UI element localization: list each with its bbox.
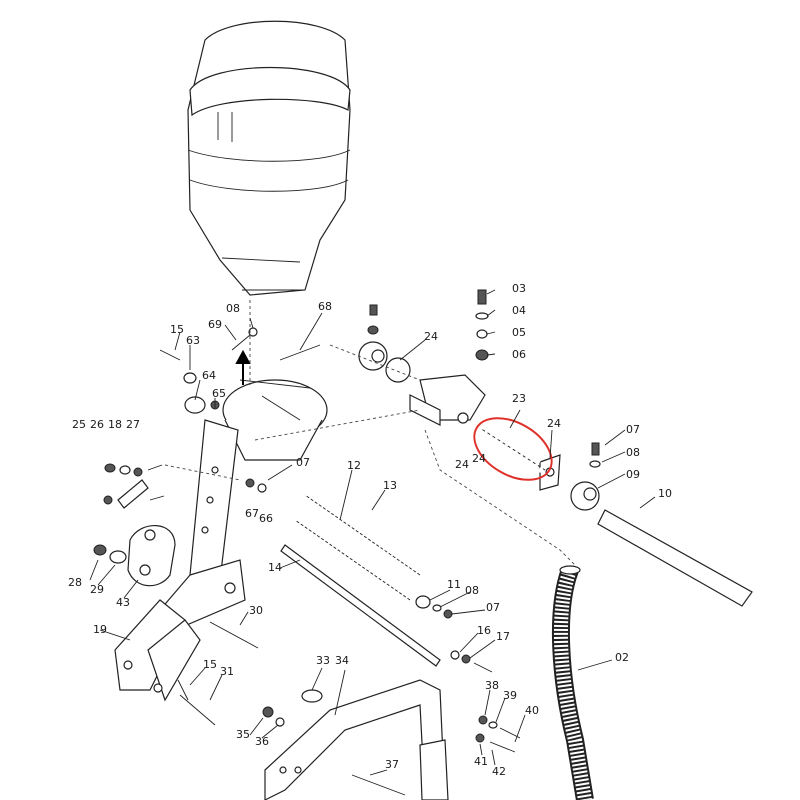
- label-16: 16: [477, 624, 491, 637]
- label-03: 03: [512, 282, 526, 295]
- assembly-line: [254, 409, 421, 441]
- label-07-c: 07: [486, 601, 500, 614]
- label-66: 66: [259, 512, 273, 525]
- label-35: 35: [236, 728, 250, 741]
- label-13: 13: [383, 479, 397, 492]
- label-29: 29: [90, 583, 104, 596]
- spring-12: [294, 518, 411, 602]
- label-24-a: 24: [424, 330, 438, 343]
- label-25: 25: [72, 418, 86, 431]
- label-33: 33: [316, 654, 330, 667]
- dosing-housing: [409, 374, 486, 426]
- label-14: 14: [268, 561, 282, 574]
- part-labels: 08 68 69 15 63 64 65 25 26 18 27 07 67 6…: [68, 282, 672, 778]
- parts-38-42: [475, 715, 521, 753]
- bolt-stack-03-06: [475, 289, 489, 361]
- label-27: 27: [126, 418, 140, 431]
- bolt-37: [351, 774, 406, 796]
- label-12: 12: [347, 459, 361, 472]
- label-67: 67: [245, 507, 259, 520]
- assembly-line: [329, 344, 421, 381]
- label-68: 68: [318, 300, 332, 313]
- direction-arrow: [235, 349, 251, 385]
- collar-09: [570, 481, 600, 511]
- label-38: 38: [485, 679, 499, 692]
- label-15: 15: [170, 323, 184, 336]
- spring-13: [304, 494, 421, 576]
- bottom-frame: [264, 679, 449, 800]
- label-05: 05: [512, 326, 526, 339]
- assembly-line: [164, 464, 241, 481]
- label-09: 09: [626, 468, 640, 481]
- label-07-b: 07: [626, 423, 640, 436]
- label-28: 28: [68, 576, 82, 589]
- label-65: 65: [212, 387, 226, 400]
- label-17: 17: [496, 630, 510, 643]
- parts-25-27: [103, 463, 165, 509]
- roller-24-top: [358, 341, 411, 383]
- label-10: 10: [658, 487, 672, 500]
- shaft-10: [597, 509, 753, 607]
- label-30: 30: [249, 604, 263, 617]
- label-15-b: 15: [203, 658, 217, 671]
- main-frame: [114, 419, 246, 702]
- agitator-23: [477, 423, 548, 475]
- label-11: 11: [447, 578, 461, 591]
- label-34: 34: [335, 654, 349, 667]
- rod-14: [280, 544, 441, 667]
- bolt-30: [209, 621, 259, 649]
- label-64: 64: [202, 369, 216, 382]
- label-07-a: 07: [296, 456, 310, 469]
- label-08-c: 08: [465, 584, 479, 597]
- label-18: 18: [108, 418, 122, 431]
- label-24-c: 24: [455, 458, 469, 471]
- bolt-stack-07-09: [589, 442, 601, 468]
- pin-31: [177, 679, 216, 726]
- label-63: 63: [186, 334, 200, 347]
- label-19: 19: [93, 623, 107, 636]
- assembly-line: [424, 429, 576, 566]
- label-37: 37: [385, 758, 399, 771]
- pin-68: [279, 344, 321, 361]
- label-26: 26: [90, 418, 104, 431]
- label-36: 36: [255, 735, 269, 748]
- leader-lines: [89, 289, 656, 776]
- label-31: 31: [220, 665, 234, 678]
- label-42: 42: [492, 765, 506, 778]
- parts-35-36: [262, 706, 285, 727]
- label-24-b: 24: [547, 417, 561, 430]
- highlight-ring: [473, 417, 553, 481]
- label-43: 43: [116, 596, 130, 609]
- label-23: 23: [512, 392, 526, 405]
- label-41: 41: [474, 755, 488, 768]
- parts-66-67-07: [245, 478, 267, 493]
- parts-15-63-64-65: [159, 349, 220, 414]
- label-08-b: 08: [626, 446, 640, 459]
- label-39: 39: [503, 689, 517, 702]
- label-02: 02: [615, 651, 629, 664]
- washer-24-right: [539, 454, 561, 491]
- label-08: 08: [226, 302, 240, 315]
- link-plate: [127, 525, 176, 587]
- label-40: 40: [525, 704, 539, 717]
- label-24-d: 24: [472, 452, 486, 465]
- bolt-top-center: [367, 304, 379, 335]
- parts-11-08-07-16-17: [415, 595, 493, 673]
- parts-28-29: [93, 544, 127, 564]
- hose-02: [551, 565, 594, 800]
- funnel-ring: [222, 379, 328, 461]
- label-69: 69: [208, 318, 222, 331]
- label-06: 06: [512, 348, 526, 361]
- label-04: 04: [512, 304, 526, 317]
- hopper: [187, 20, 351, 296]
